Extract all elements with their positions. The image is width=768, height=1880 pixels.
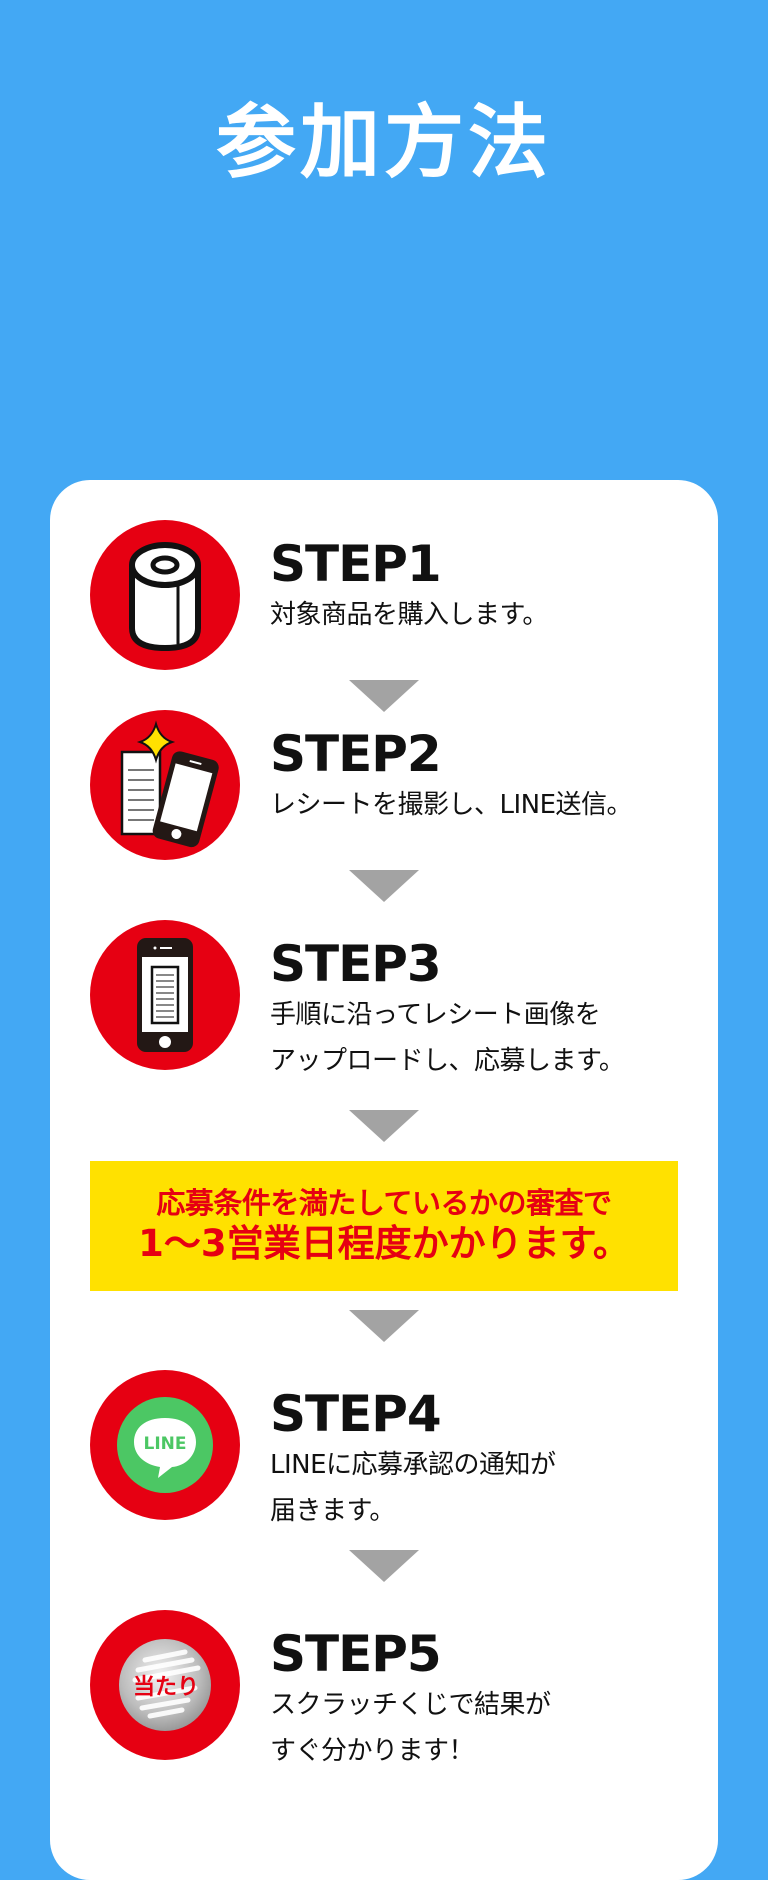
step-1: STEP1 対象商品を購入します。 [90,520,730,670]
step-5: 当たり STEP5 スクラッチくじで結果が すぐ分かります！ [90,1610,730,1766]
down-arrow-icon [349,1310,419,1342]
step-title: STEP2 [270,725,442,783]
line-app-icon: LINE [90,1370,240,1520]
step-description: レシートを撮影し、LINE送信。 [270,790,633,820]
step-3: STEP3 手順に沿ってレシート画像を アップロードし、応募します。 [90,920,730,1076]
toilet-paper-roll-icon [90,520,240,670]
notice-line-2: 1〜3営業日程度かかります。 [138,1222,630,1265]
step-description: 対象商品を購入します。 [270,600,548,630]
down-arrow-icon [349,1110,419,1142]
notice-line-1: 応募条件を満たしているかの審査で [156,1186,612,1220]
step-title: STEP1 [270,535,442,593]
scratch-lottery-icon: 当たり [90,1610,240,1760]
phone-upload-receipt-icon [90,920,240,1070]
step-title: STEP4 [270,1385,442,1443]
step-description: 手順に沿ってレシート画像を アップロードし、応募します。 [270,1000,625,1076]
down-arrow-icon [349,680,419,712]
step-4: LINE STEP4 LINEに応募承認の通知が 届きます。 [90,1370,730,1526]
page-title: 参加方法 [216,96,552,189]
svg-text:LINE: LINE [144,1434,187,1454]
step-title: STEP5 [270,1625,442,1683]
down-arrow-icon [349,1550,419,1582]
step-description: LINEに応募承認の通知が 届きます。 [270,1450,556,1526]
review-notice-banner: 応募条件を満たしているかの審査で 1〜3営業日程度かかります。 [90,1161,678,1291]
step-title: STEP3 [270,935,442,993]
svg-text:当たり: 当たり [133,1675,199,1700]
down-arrow-icon [349,870,419,902]
receipt-phone-camera-icon [90,710,240,860]
step-2: STEP2 レシートを撮影し、LINE送信。 [90,710,730,860]
step-description: スクラッチくじで結果が すぐ分かります！ [270,1690,551,1766]
